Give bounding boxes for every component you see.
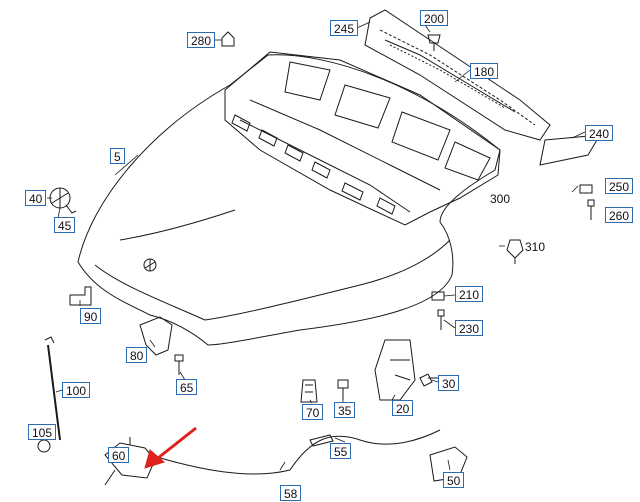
label-105: 105 bbox=[28, 424, 57, 440]
label-5: 5 bbox=[110, 148, 125, 164]
label-80: 80 bbox=[126, 347, 148, 363]
label-245: 245 bbox=[330, 20, 359, 36]
prop-rod bbox=[47, 344, 61, 441]
grille-seal bbox=[364, 9, 551, 141]
label-35: 35 bbox=[334, 402, 356, 418]
buffer-70 bbox=[300, 379, 318, 403]
label-240: 240 bbox=[585, 125, 614, 141]
label-100: 100 bbox=[62, 382, 91, 398]
label-300: 300 bbox=[490, 192, 511, 206]
label-280: 280 bbox=[187, 32, 216, 48]
clip-200 bbox=[427, 34, 441, 51]
buffer-280 bbox=[221, 31, 235, 47]
label-260: 260 bbox=[605, 207, 634, 223]
label-45: 45 bbox=[54, 217, 76, 233]
label-250: 250 bbox=[605, 178, 634, 194]
cover-strip bbox=[539, 134, 601, 166]
label-58: 58 bbox=[280, 485, 302, 501]
bolt-65 bbox=[174, 354, 184, 375]
label-210: 210 bbox=[455, 286, 484, 302]
label-55: 55 bbox=[330, 443, 352, 459]
label-50: 50 bbox=[443, 472, 465, 488]
label-200: 200 bbox=[420, 10, 449, 26]
hood-panel bbox=[77, 54, 501, 346]
label-30: 30 bbox=[438, 375, 460, 391]
label-40: 40 bbox=[25, 190, 47, 206]
label-90: 90 bbox=[80, 308, 102, 324]
label-310: 310 bbox=[525, 240, 546, 254]
label-20: 20 bbox=[392, 400, 414, 416]
label-65: 65 bbox=[176, 379, 198, 395]
label-230: 230 bbox=[455, 320, 484, 336]
label-180: 180 bbox=[470, 63, 499, 79]
bracket-90 bbox=[69, 286, 92, 306]
clip-310 bbox=[506, 239, 524, 264]
red-arrow bbox=[144, 426, 197, 469]
bracket-80 bbox=[139, 316, 173, 356]
release-cable bbox=[149, 429, 441, 475]
label-60: 60 bbox=[108, 447, 130, 463]
hood-frame bbox=[224, 51, 501, 226]
release-handle bbox=[429, 446, 468, 482]
label-70: 70 bbox=[302, 404, 324, 420]
hinge-20 bbox=[374, 339, 416, 401]
